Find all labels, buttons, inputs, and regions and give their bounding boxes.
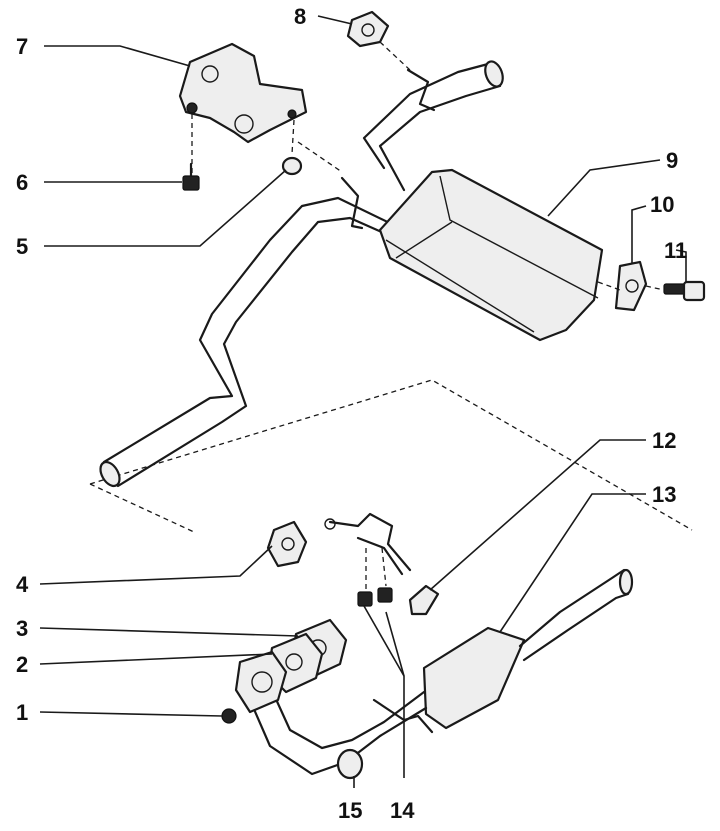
part-14-bolts xyxy=(357,587,393,607)
rear-muffler xyxy=(378,168,604,342)
front-down-pipe xyxy=(248,684,434,780)
tail-pipe xyxy=(362,60,504,192)
part-10-hanger xyxy=(597,260,648,312)
part-8-hanger xyxy=(346,10,411,71)
callout-2: 2 xyxy=(16,652,28,677)
rear-pipe-upper xyxy=(99,196,406,488)
callout-5: 5 xyxy=(16,234,28,259)
callout-6: 6 xyxy=(16,170,28,195)
callout-7: 7 xyxy=(16,34,28,59)
tail-pipe-clip xyxy=(406,68,436,112)
callout-4: 4 xyxy=(16,572,29,597)
part-6-bolt xyxy=(182,114,200,191)
part-11-bolt xyxy=(645,280,706,302)
callout-1: 1 xyxy=(16,700,28,725)
part-4-hanger xyxy=(266,520,308,568)
callout-14: 14 xyxy=(390,798,415,823)
callout-10: 10 xyxy=(650,192,674,217)
front-flange xyxy=(234,650,288,714)
callout-3: 3 xyxy=(16,616,28,641)
part-1-nut xyxy=(221,708,237,724)
part-12-mount xyxy=(408,584,440,616)
callout-13: 13 xyxy=(652,482,676,507)
part-5-rubber-mount xyxy=(281,119,343,176)
callout-11: 11 xyxy=(664,238,687,263)
part-7-bracket xyxy=(178,42,308,144)
catalytic-converter xyxy=(422,568,634,730)
callout-12: 12 xyxy=(652,428,676,453)
assembly-boundary xyxy=(89,379,693,533)
callout-9: 9 xyxy=(666,148,678,173)
callout-15: 15 xyxy=(338,798,362,823)
front-bracket xyxy=(324,512,412,590)
callout-8: 8 xyxy=(294,4,306,29)
rear-pipe-clip xyxy=(340,176,364,230)
leader-lines xyxy=(39,15,687,788)
